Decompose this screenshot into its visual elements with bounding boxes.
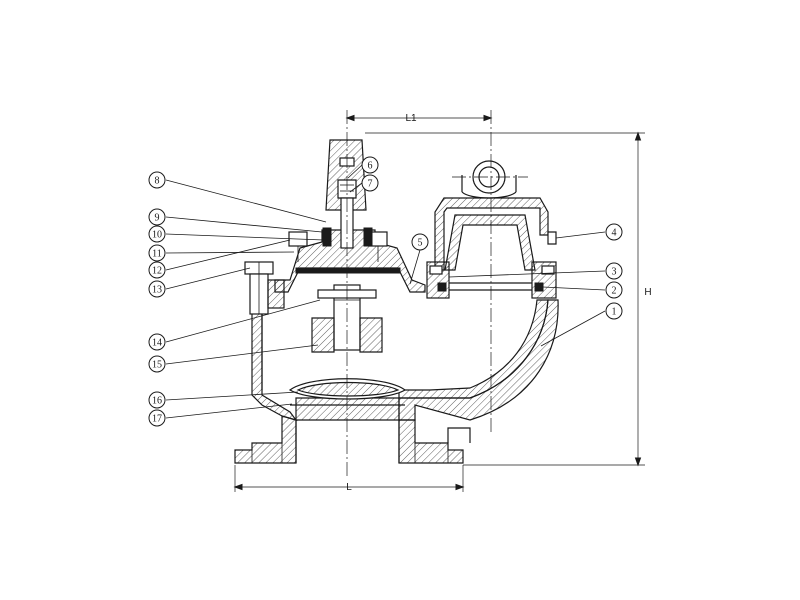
balloon-13: 13 <box>148 280 166 298</box>
balloon-label-7: 7 <box>368 179 373 190</box>
dimension-label-h: H <box>644 287 651 298</box>
balloon-3: 3 <box>605 262 623 280</box>
balloon-label-14: 14 <box>152 338 162 349</box>
balloon-1: 1 <box>605 302 623 320</box>
balloon-label-1: 1 <box>612 307 617 318</box>
center-lines <box>261 110 528 478</box>
balloon-label-17: 17 <box>152 414 162 425</box>
balloon-12: 12 <box>148 261 166 279</box>
balloon-label-15: 15 <box>152 360 162 371</box>
balloon-4: 4 <box>605 223 623 241</box>
balloon-label-3: 3 <box>612 267 617 278</box>
leader-lines <box>165 164 606 419</box>
balloon-label-13: 13 <box>152 285 162 296</box>
dimension-H <box>365 131 645 467</box>
balloon-label-12: 12 <box>152 266 162 277</box>
balloon-label-4: 4 <box>612 228 617 239</box>
balloon-15: 15 <box>148 355 166 373</box>
valve-disc <box>288 378 407 406</box>
valve-body <box>234 299 559 464</box>
balloon-10: 10 <box>148 225 166 243</box>
dimension-label-l1: L1 <box>405 113 417 124</box>
balloon-5: 5 <box>411 233 429 251</box>
balloon-8: 8 <box>148 171 166 189</box>
balloon-label-5: 5 <box>418 238 423 249</box>
balloon-label-16: 16 <box>152 396 162 407</box>
balloon-17: 17 <box>148 409 166 427</box>
balloon-label-10: 10 <box>152 230 162 241</box>
valve-bonnet <box>274 227 426 293</box>
balloon-label-9: 9 <box>155 213 160 224</box>
balloon-11: 11 <box>148 244 166 262</box>
balloon-14: 14 <box>148 333 166 351</box>
balloon-label-8: 8 <box>155 176 160 187</box>
balloon-7: 7 <box>361 174 379 192</box>
balloon-label-11: 11 <box>152 249 162 260</box>
balloon-16: 16 <box>148 391 166 409</box>
balloon-label-6: 6 <box>368 161 373 172</box>
balloon-2: 2 <box>605 281 623 299</box>
vent-outlet <box>426 160 557 299</box>
balloon-label-2: 2 <box>612 286 617 297</box>
dimension-label-l: L <box>346 482 352 493</box>
dimension-L <box>233 465 465 492</box>
dimension-L1 <box>345 114 493 122</box>
balloon-9: 9 <box>148 208 166 226</box>
balloon-6: 6 <box>361 156 379 174</box>
